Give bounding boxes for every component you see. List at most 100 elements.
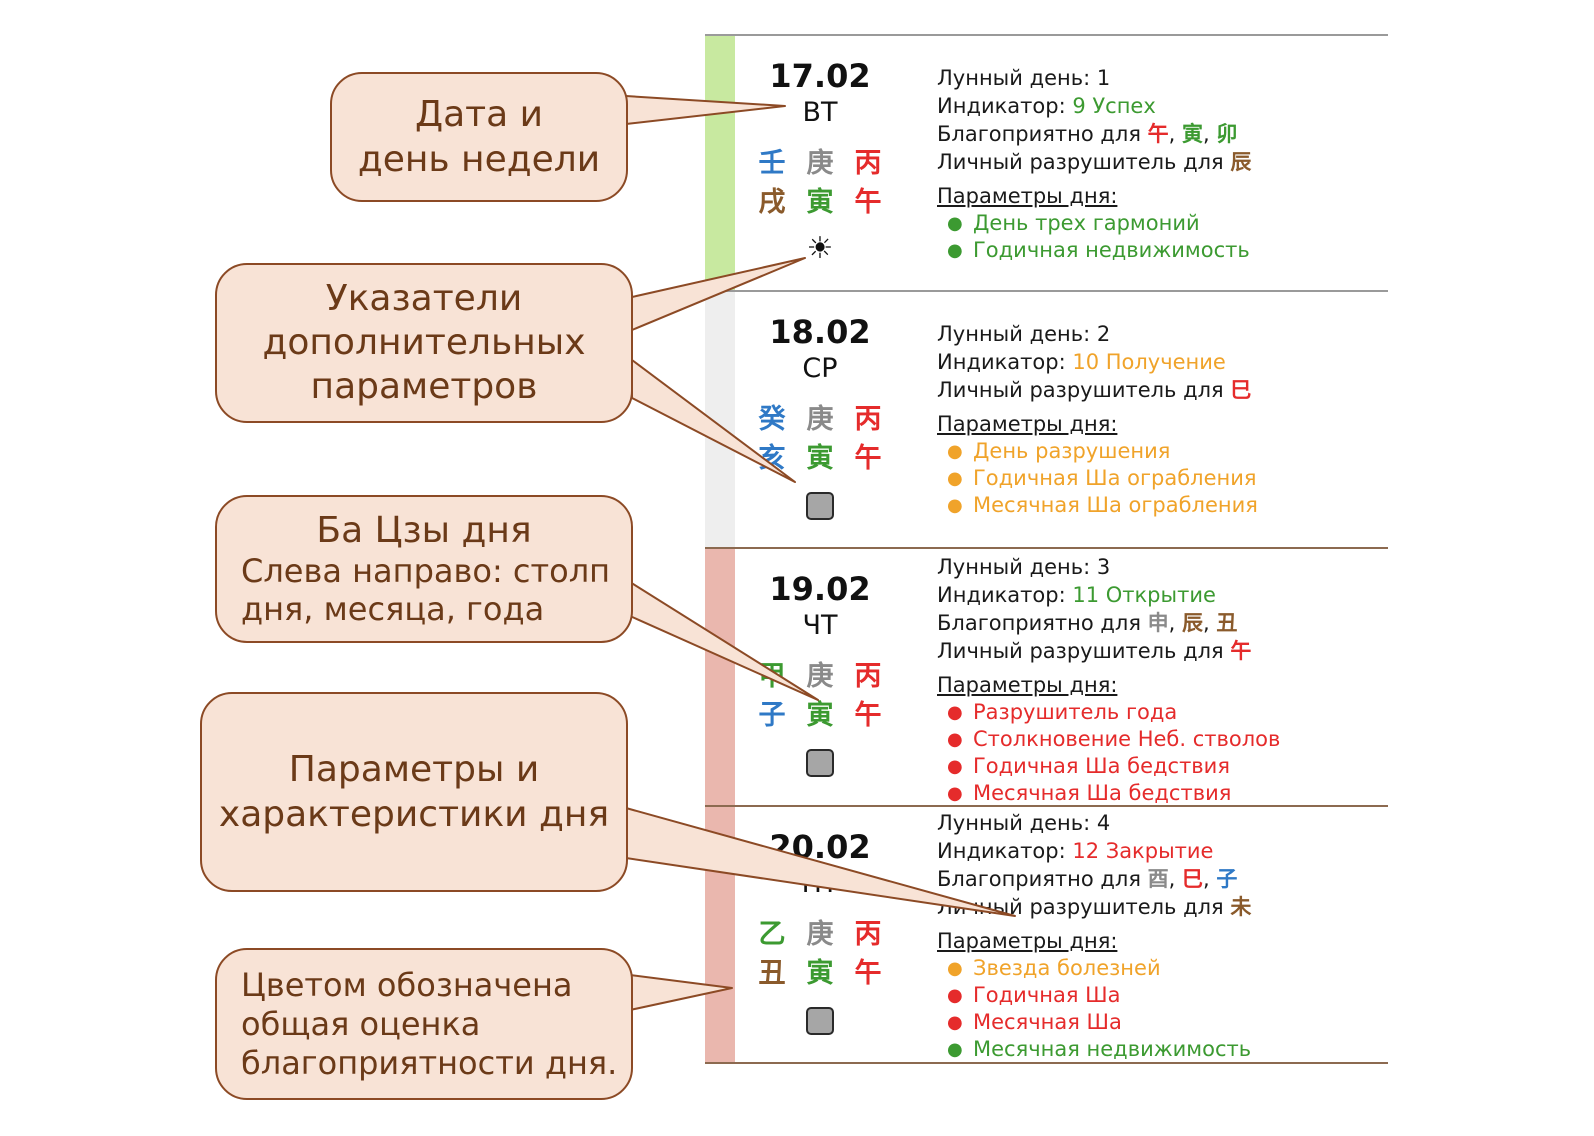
param-text: Годичная Ша ограбления xyxy=(973,466,1257,490)
date-label: 19.02 xyxy=(769,570,871,608)
weekday-label: ЧТ xyxy=(802,610,838,641)
hieroglyph: 丙 xyxy=(854,148,882,179)
param-text: Разрушитель года xyxy=(973,700,1178,724)
param-text: Столкновение Неб. стволов xyxy=(973,727,1281,751)
lunar-day-line: Лунный день: 3 xyxy=(937,553,1377,581)
hieroglyph: 亥 xyxy=(758,443,786,474)
hieroglyph: 丑 xyxy=(758,958,786,989)
params-list: ●День разрушения●Годичная Ша ограбления●… xyxy=(937,438,1377,519)
indicator-line: Индикатор: 11 Открытие xyxy=(937,581,1377,609)
param-item: ●День разрушения xyxy=(937,438,1377,465)
indicator-line: Индикатор: 10 Получение xyxy=(937,348,1377,376)
bullet-icon: ● xyxy=(947,1039,963,1060)
hieroglyph: 壬 xyxy=(758,148,786,179)
branch-glyph: 辰 xyxy=(1230,150,1252,174)
param-item: ●Годичная недвижимость xyxy=(937,237,1377,264)
hieroglyph: 庚 xyxy=(806,661,834,692)
lunar-day-value: 3 xyxy=(1096,555,1111,579)
bazi-pillars: 甲庚丙子寅午 xyxy=(735,659,905,733)
destroyer-label: Личный разрушитель для xyxy=(937,150,1231,174)
destroyer-line: Личный разрушитель для 巳 xyxy=(937,376,1377,404)
callout-indicators-line: Указатели xyxy=(325,278,523,319)
lunar-day-value: 4 xyxy=(1096,811,1111,835)
param-text: День разрушения xyxy=(973,439,1171,463)
params-title: Параметры дня: xyxy=(937,412,1118,436)
hieroglyph: 丙 xyxy=(854,919,882,950)
param-item: ● Годичная Ша ограбления xyxy=(937,465,1377,492)
bullet-icon: ● xyxy=(947,468,963,489)
branch-glyph: 午 xyxy=(1147,122,1169,146)
branch-glyph: 巳 xyxy=(1230,378,1252,402)
lunar-day-label: Лунный день: xyxy=(937,66,1097,90)
hieroglyph: 午 xyxy=(854,187,882,218)
callout-color: Цветом обозначена общая оценка благоприя… xyxy=(215,948,633,1100)
separator: , xyxy=(1168,867,1183,891)
param-text: Месячная Ша xyxy=(973,1010,1122,1034)
callout-indicators: Указатели дополнительных параметров xyxy=(215,263,633,423)
lunar-day-label: Лунный день: xyxy=(937,555,1097,579)
callout-bazi-line: дня, месяца, года xyxy=(241,590,545,628)
bullet-icon: ● xyxy=(947,495,963,516)
bullet-icon: ● xyxy=(947,729,963,750)
indicator-label: Индикатор: xyxy=(937,350,1073,374)
param-item: ●Годичная Ша бедствия xyxy=(937,753,1377,780)
hieroglyph: 寅 xyxy=(806,187,834,218)
date-label: 17.02 xyxy=(769,57,871,95)
favorable-line: Благоприятно для 申, 辰, 丑 xyxy=(937,609,1377,637)
params-list: ● День трех гармоний●Годичная недвижимост… xyxy=(937,210,1377,264)
hieroglyph: 庚 xyxy=(806,148,834,179)
destroyer-label: Личный разрушитель для xyxy=(937,378,1231,402)
weekday-label: СР xyxy=(802,353,838,384)
lunar-day-label: Лунный день: xyxy=(937,811,1097,835)
divider xyxy=(705,290,1388,292)
callout-date-line: день недели xyxy=(357,139,601,180)
hieroglyph: 乙 xyxy=(758,919,786,950)
bullet-icon: ● xyxy=(947,240,963,261)
param-item: ● Месячная Ша бедствия xyxy=(937,780,1377,807)
sun-icon: ☀ xyxy=(806,231,834,266)
bullet-icon: ● xyxy=(947,213,963,234)
param-text: Месячная Ша бедствия xyxy=(973,781,1232,805)
hieroglyph: 寅 xyxy=(806,443,834,474)
separator: , xyxy=(1203,122,1217,146)
param-text: День трех гармоний xyxy=(973,211,1200,235)
callout-color-line: благоприятности дня. xyxy=(241,1043,618,1082)
hieroglyph: 庚 xyxy=(806,404,834,435)
weekday-label: ПТ xyxy=(801,868,839,899)
hieroglyph: 寅 xyxy=(806,700,834,731)
callout-bazi-line: Слева направо: столп xyxy=(241,552,611,590)
branch-glyph: 未 xyxy=(1230,895,1252,919)
indicator-label: Индикатор: xyxy=(937,839,1073,863)
callout-date: Дата и день недели xyxy=(330,72,628,202)
score-bar-day-1 xyxy=(705,35,735,291)
params-list: ● Разрушитель года ● Столкновение Неб. ство… xyxy=(937,699,1377,807)
bullet-icon: ● xyxy=(947,756,963,777)
bullet-icon: ● xyxy=(947,985,963,1006)
square-icon xyxy=(806,749,834,777)
destroyer-line: Личный разрушитель для 午 xyxy=(937,637,1377,665)
square-icon xyxy=(806,1007,834,1035)
hieroglyph: 癸 xyxy=(758,404,786,435)
favorable-label: Благоприятно для xyxy=(937,867,1148,891)
bazi-pillars: 乙庚丙丑寅午 xyxy=(735,917,905,991)
date-label: 20.02 xyxy=(769,828,871,866)
params-title: Параметры дня: xyxy=(937,929,1118,953)
separator: , xyxy=(1168,122,1183,146)
param-item: ●Месячная Ша ограбления xyxy=(937,492,1377,519)
branch-glyph: 子 xyxy=(1216,867,1238,891)
branch-glyph: 辰 xyxy=(1182,611,1204,635)
callout-indicators-line: параметров xyxy=(310,366,538,407)
indicator-value: 10 Получение xyxy=(1072,350,1226,374)
callout-params: Параметры и характеристики дня xyxy=(200,692,628,892)
bullet-icon: ● xyxy=(947,783,963,804)
bazi-pillars: 壬庚丙戌寅午 xyxy=(735,146,905,220)
callout-color-line: Цветом обозначена xyxy=(241,965,573,1004)
indicator-value: 11 Открытие xyxy=(1072,583,1216,607)
params-title: Параметры дня: xyxy=(937,184,1118,208)
